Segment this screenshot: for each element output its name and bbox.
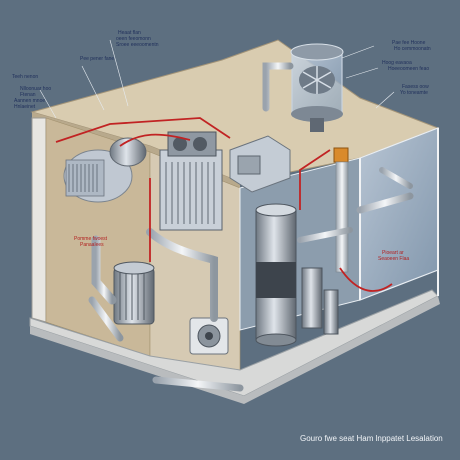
right-glass-panel [359,127,439,301]
air-handler-vent [237,155,261,175]
label-left-1: Teeh nenon [12,74,39,80]
blower-grille-slats [68,164,98,192]
condenser-base [291,106,343,122]
label-wall-2: Panaalees [80,242,104,248]
condenser-stand [310,118,324,132]
label-right-4: Hoeeoomeen feao [388,66,430,72]
label-left-2: Nlloonuar hoo [20,86,52,92]
label-top-center-4: Pee pener fane [80,56,115,62]
valve-stack-2 [323,289,339,335]
label-left-3: Ftenan [20,92,36,98]
storage-tank-top [255,203,297,217]
pump-hub [205,332,213,340]
floor-slab [29,289,439,397]
blower-drum [109,137,147,167]
label-right-2: Ho cemmoonatn [394,46,431,52]
label-top-center-2: oeen feeomonn [116,36,151,42]
label-right-5: Fasess oow [402,84,429,90]
label-left-5: Hnlaeinet [14,104,36,110]
heat-exchanger-fins [165,162,215,224]
label-right-bottom-1: Pioeart ar [382,250,404,256]
label-right-bottom-2: Seaoeen Flaa [378,256,410,262]
refrigerant-lines [55,117,393,292]
label-right-6: Yo toneamte [400,90,428,96]
valve-stack [301,267,323,329]
label-leader-lines [39,39,395,119]
thermostat-sensor [333,147,349,163]
label-right-3: Hoog eavaoa [382,60,412,66]
compressor-ribs [119,272,145,320]
label-top-center-3: Sroee eeeoomentn [116,42,159,48]
insulated-pipework [88,62,414,392]
condenser-fan-blades [302,66,332,94]
label-wall-1: Pomme fwoest [74,236,108,242]
label-top-center-1: Heaat flan [118,30,141,36]
coil-port-2 [193,137,207,151]
condenser-cap [290,43,344,61]
diagram-caption: Gourο fwe seat Ham lnppatet Lesalation [300,434,443,443]
storage-tank-bottom [255,333,297,347]
left-wall [31,117,47,323]
label-right-1: Pae fee Hoone [392,40,426,46]
label-left-4: Aannen mnoe [14,98,46,104]
heat-exchanger-body [159,149,223,231]
coil-port-1 [173,137,187,151]
riser-pipe-right [335,161,349,273]
storage-tank-band [256,262,296,298]
